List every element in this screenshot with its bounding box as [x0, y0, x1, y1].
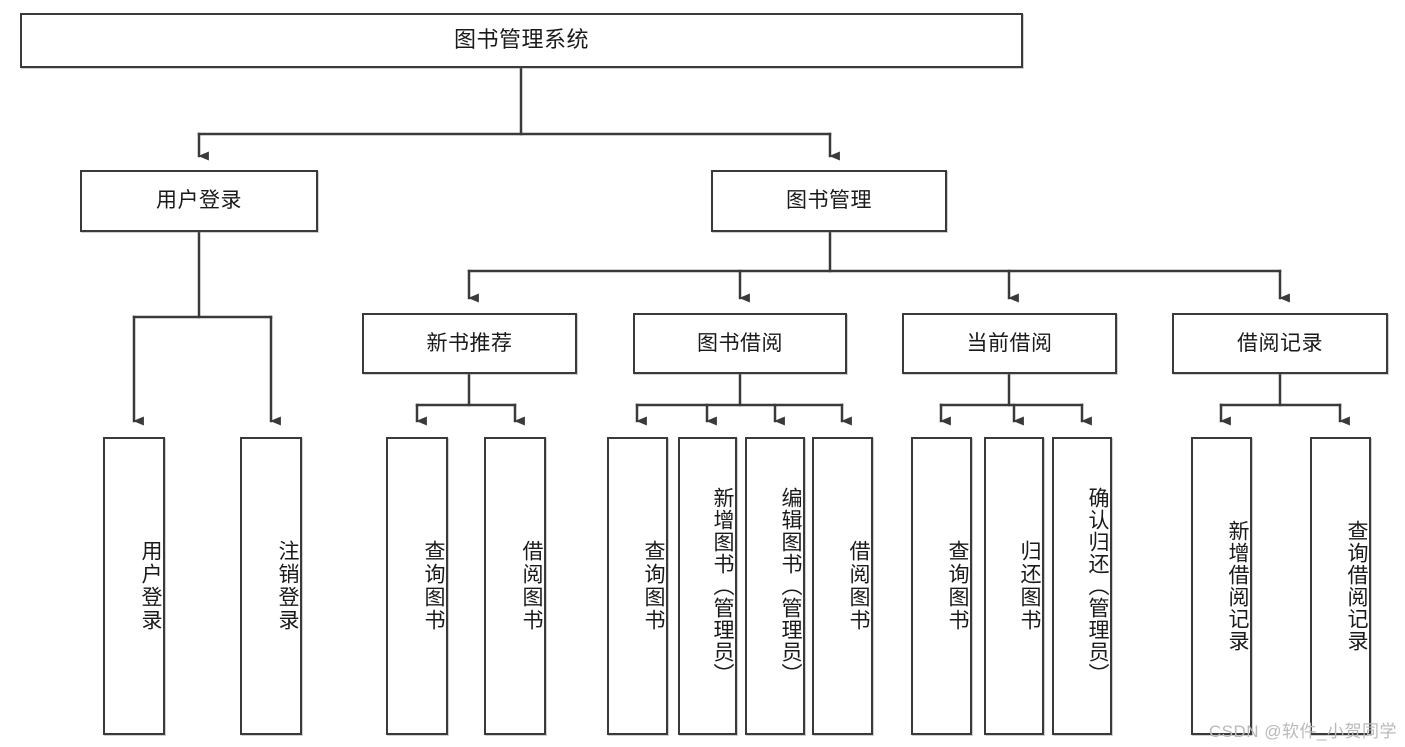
node-leaf-confirm-return[interactable]: 确认归还（管理员）	[1052, 437, 1112, 735]
node-leaf-query-book-3[interactable]: 查询图书	[911, 437, 972, 735]
node-leaf-add-record[interactable]: 新增借阅记录	[1191, 437, 1252, 735]
node-leaf-return-book[interactable]: 归还图书	[984, 437, 1044, 735]
node-leaf-add-book[interactable]: 新增图书（管理员）	[678, 437, 737, 735]
node-leaf-query-record[interactable]: 查询借阅记录	[1310, 437, 1371, 735]
node-leaf-user-login[interactable]: 用户登录	[103, 437, 165, 735]
node-book-manage[interactable]: 图书管理	[711, 170, 947, 232]
node-current-borrow[interactable]: 当前借阅	[902, 313, 1117, 374]
node-borrow-record[interactable]: 借阅记录	[1172, 313, 1388, 374]
node-leaf-borrow-book-2[interactable]: 借阅图书	[812, 437, 873, 735]
node-leaf-query-book-2[interactable]: 查询图书	[607, 437, 668, 735]
node-leaf-edit-book[interactable]: 编辑图书（管理员）	[745, 437, 805, 735]
node-leaf-user-logout[interactable]: 注销登录	[240, 437, 302, 735]
node-leaf-query-book-1[interactable]: 查询图书	[386, 437, 448, 735]
node-new-book-recommend[interactable]: 新书推荐	[362, 313, 577, 374]
node-user-login[interactable]: 用户登录	[80, 170, 318, 232]
watermark: CSDN @软件_小贺同学	[1208, 722, 1397, 741]
node-book-borrow[interactable]: 图书借阅	[633, 313, 847, 374]
node-leaf-borrow-book-1[interactable]: 借阅图书	[484, 437, 546, 735]
node-root[interactable]: 图书管理系统	[20, 13, 1023, 68]
